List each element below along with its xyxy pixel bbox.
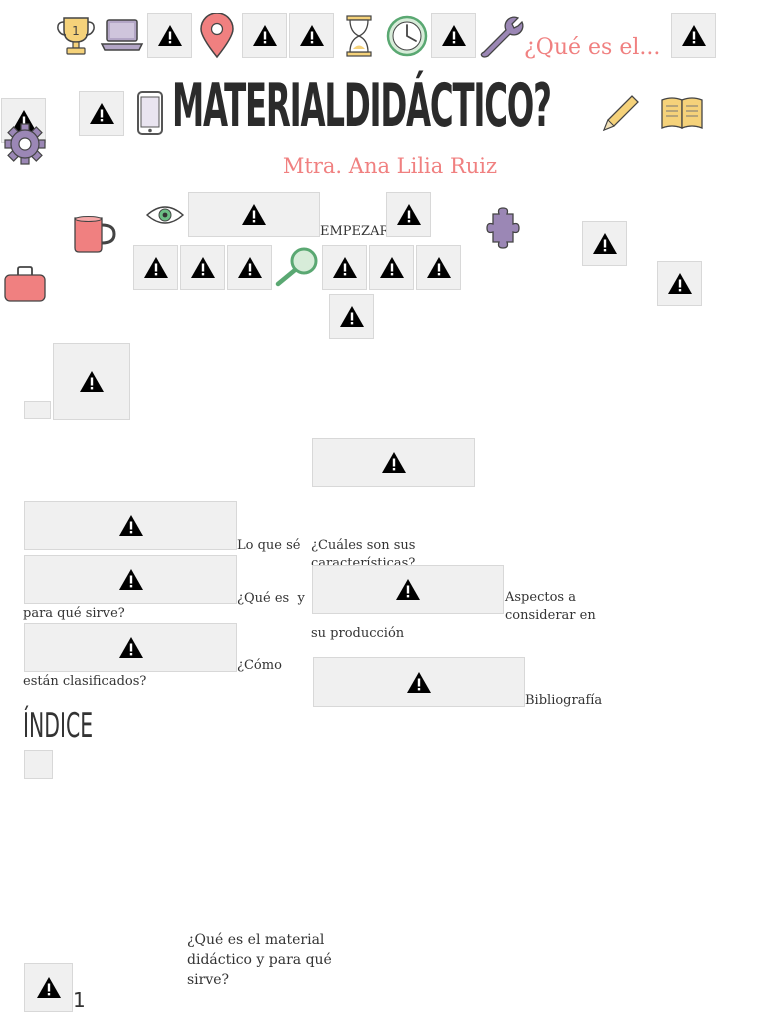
index-item-caracteristicas[interactable]: ¿Cuáles son sus características? xyxy=(311,538,416,565)
image-placeholder xyxy=(53,343,130,420)
index-item-image[interactable] xyxy=(312,565,504,614)
image-placeholder xyxy=(386,192,431,237)
puzzle-icon xyxy=(486,207,520,249)
mug-icon xyxy=(74,216,116,253)
book-icon xyxy=(661,97,703,129)
image-placeholder xyxy=(180,245,225,290)
section-number: 1 xyxy=(73,988,86,1012)
index-item-image[interactable] xyxy=(24,501,237,550)
index-item-image[interactable] xyxy=(313,657,525,707)
section-heading-line1: ¿Qué es el material xyxy=(187,932,325,948)
image-placeholder xyxy=(133,245,178,290)
index-item-clasificados-line2[interactable]: están clasificados? xyxy=(23,674,147,689)
image-placeholder xyxy=(242,13,287,58)
small-placeholder xyxy=(24,750,53,779)
image-placeholder xyxy=(147,13,192,58)
trophy-icon: 1 xyxy=(57,17,95,55)
section-heading-line3: sirve? xyxy=(187,972,230,988)
index-item-que-es-line2[interactable]: para qué sirve? xyxy=(23,606,125,621)
image-placeholder xyxy=(322,245,367,290)
image-placeholder xyxy=(329,294,374,339)
image-placeholder xyxy=(79,91,124,136)
image-placeholder xyxy=(24,963,73,1012)
phone-icon xyxy=(137,91,163,135)
suitcase-icon xyxy=(4,266,46,302)
index-item-que-es-line1[interactable]: ¿Qué es y xyxy=(237,591,305,606)
map-pin-icon xyxy=(200,13,234,59)
small-placeholder xyxy=(24,401,51,419)
image-placeholder xyxy=(188,192,320,237)
gear-icon xyxy=(4,123,46,165)
index-item-aspectos-line1[interactable]: Aspectos a xyxy=(505,590,576,605)
page-title: MATERIALDIDÁCTICO? xyxy=(172,71,552,141)
image-placeholder xyxy=(657,261,702,306)
image-placeholder xyxy=(312,438,475,487)
clock-icon xyxy=(386,15,428,57)
laptop-icon xyxy=(100,19,144,51)
image-placeholder xyxy=(416,245,461,290)
start-button[interactable]: EMPEZAR xyxy=(320,224,390,239)
index-item-image[interactable] xyxy=(24,623,237,672)
index-item-aspectos-line2[interactable]: considerar en xyxy=(505,608,596,623)
image-placeholder xyxy=(289,13,334,58)
eye-icon xyxy=(145,206,185,224)
author-name: Mtra. Ana Lilia Ruiz xyxy=(282,154,498,178)
subtitle-question: ¿Qué es el... xyxy=(524,35,661,60)
image-placeholder xyxy=(431,13,476,58)
section-heading-line2: didáctico y para qué xyxy=(187,952,332,968)
hourglass-icon xyxy=(346,15,372,57)
magnifier-icon xyxy=(275,247,318,287)
index-item-lo-que-se[interactable]: Lo que sé xyxy=(237,538,301,553)
index-item-image[interactable] xyxy=(24,555,237,604)
image-placeholder xyxy=(369,245,414,290)
index-item-aspectos-line3[interactable]: su producción xyxy=(311,626,405,641)
index-item-clasificados-line1[interactable]: ¿Cómo xyxy=(237,658,282,673)
wrench-icon xyxy=(480,16,524,58)
image-placeholder xyxy=(227,245,272,290)
index-item-bibliografia[interactable]: Bibliografía xyxy=(525,693,603,708)
pencil-icon xyxy=(602,95,639,132)
image-placeholder xyxy=(671,13,716,58)
svg-text:1: 1 xyxy=(72,24,80,38)
index-heading: ÍNDICE xyxy=(23,706,94,746)
image-placeholder xyxy=(582,221,627,266)
